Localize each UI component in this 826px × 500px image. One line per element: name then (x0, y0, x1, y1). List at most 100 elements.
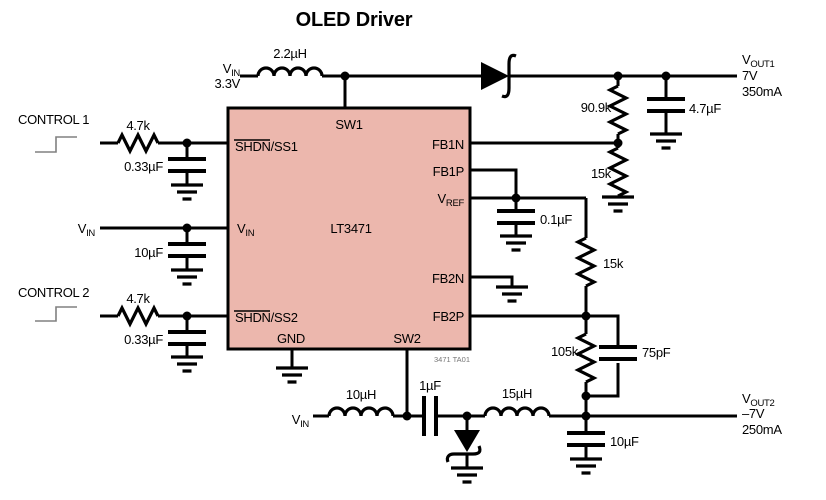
capacitor-value: 10µF (610, 434, 639, 449)
capacitor-symbol (565, 431, 607, 447)
capacitor-c-vref: 0.1µF (495, 209, 573, 252)
inductor-symbol (256, 66, 324, 78)
resistor-r-ss1: 4.7k (116, 118, 160, 153)
resistor-value: 4.7k (126, 118, 150, 133)
control2-label: CONTROL 2 (18, 285, 89, 300)
inductor-l2-value: 10µH (346, 387, 376, 402)
capacitor-c-out1: 4.7µF (645, 97, 722, 150)
step-waveform-icon (35, 136, 77, 153)
resistor-symbol (576, 332, 596, 384)
resistor-symbol (608, 146, 628, 198)
capacitor-symbol (166, 157, 208, 173)
ground-icon (498, 234, 534, 252)
capacitor-symbol (422, 396, 438, 436)
diode-symbol (481, 62, 509, 90)
input-vin-top: VIN 3.3V (214, 61, 240, 91)
inductor-l3: 15µH (483, 386, 551, 418)
capacitor-c-fly: 1µF (419, 378, 442, 436)
ground-icon (449, 466, 485, 484)
resistor-r-vref: 15k (576, 236, 624, 288)
ground-icon (169, 183, 205, 201)
capacitor-c-fb2: 75pF (597, 345, 671, 361)
pin-label-sw2: SW2 (393, 331, 420, 346)
pin-label-fb2p: FB2P (433, 309, 464, 324)
pin-label-shdn-ss1: SHDN/SS1 (235, 139, 298, 154)
capacitor-value: 75pF (642, 345, 671, 360)
inductor-l3-value: 15µH (502, 386, 532, 401)
resistor-value: 90.9k (581, 100, 612, 115)
resistor-value: 105k (551, 344, 579, 359)
vin-bottom-label: VIN (292, 412, 310, 430)
capacitor-value: 0.1µF (540, 212, 572, 227)
resistor-r-fb1-top: 90.9k (581, 84, 628, 136)
ic-part-number: LT3471 (330, 221, 371, 236)
capacitor-c-ss2: 0.33µF (124, 330, 208, 373)
ground-icon (648, 132, 684, 150)
ground-icon (169, 268, 205, 286)
vin-top-voltage: 3.3V (214, 76, 240, 91)
diode-d2-schottky (445, 430, 485, 484)
vout1-current: 350mA (742, 84, 782, 99)
output-vout2: VOUT2 –7V 250mA (742, 391, 783, 437)
pin-label-vref: VREF (438, 191, 465, 209)
capacitor-value: 4.7µF (689, 101, 721, 116)
capacitor-value: 10µF (134, 245, 163, 260)
capacitor-symbol (166, 242, 208, 258)
control2-input: CONTROL 2 (18, 285, 90, 322)
diode-d1-schottky (481, 53, 517, 99)
inductor-l2: 10µH (327, 387, 395, 418)
ground-icon (494, 285, 530, 303)
inductor-l1-value: 2.2µH (273, 46, 306, 61)
vin-left-label: VIN (78, 221, 96, 239)
inductor-symbol (483, 406, 551, 418)
pin-label-vin: VIN (237, 221, 255, 239)
capacitor-value: 1µF (419, 378, 441, 393)
pin-label-sw1: SW1 (335, 117, 362, 132)
input-vin-left: VIN (78, 221, 96, 239)
capacitor-symbol (597, 345, 639, 361)
inductor-symbol (327, 406, 395, 418)
resistor-symbol (116, 306, 160, 326)
capacitor-value: 0.33µF (124, 332, 163, 347)
resistor-value: 15k (603, 256, 624, 271)
input-vin-bottom: VIN (292, 412, 310, 430)
vout1-voltage: 7V (742, 68, 758, 83)
control1-input: CONTROL 1 (18, 112, 90, 153)
vout1-label: VOUT1 (742, 52, 775, 70)
ground-icon (568, 457, 604, 475)
schematic-ref-note: 3471 TA01 (434, 355, 470, 364)
ic-body (226, 106, 472, 351)
vout2-current: 250mA (742, 422, 782, 437)
page-title: OLED Driver (296, 9, 413, 31)
vout2-voltage: –7V (742, 406, 765, 421)
inductor-l1: 2.2µH (256, 46, 324, 78)
ground-icon (274, 366, 310, 384)
ground-icon (600, 195, 636, 213)
resistor-r-ss2: 4.7k (116, 291, 160, 326)
resistor-symbol (116, 133, 160, 153)
capacitor-value: 0.33µF (124, 159, 163, 174)
resistor-symbol (576, 236, 596, 288)
resistor-value: 4.7k (126, 291, 150, 306)
resistor-r-fb2: 105k (551, 332, 596, 384)
output-vout1: VOUT1 7V 350mA (742, 52, 783, 99)
pin-label-fb1p: FB1P (433, 164, 464, 179)
capacitor-c-vin: 10µF (134, 242, 208, 286)
capacitor-c-out2: 10µF (565, 431, 639, 475)
capacitor-symbol (166, 330, 208, 346)
diode-symbol (454, 430, 480, 452)
vin-top-label: VIN (223, 61, 241, 79)
capacitor-c-ss1: 0.33µF (124, 157, 208, 201)
resistor-r-fb1-bot: 15k (591, 146, 636, 213)
pin-label-gnd: GND (277, 331, 305, 346)
ic-lt3471: SW1 SHDN/SS1 VIN SHDN/SS2 GND SW2 LT3471… (226, 106, 472, 364)
step-waveform-icon (35, 306, 77, 322)
schottky-bar (501, 53, 517, 99)
schottky-bar (445, 445, 482, 463)
resistor-value: 15k (591, 166, 612, 181)
vout2-label: VOUT2 (742, 391, 775, 409)
resistor-symbol (608, 84, 628, 136)
pin-label-fb1n: FB1N (432, 137, 464, 152)
